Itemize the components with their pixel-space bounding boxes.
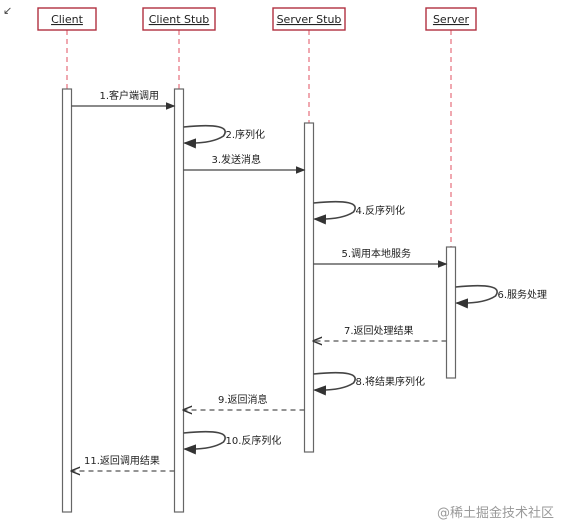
participant-label-server-stub: Server Stub [277, 13, 342, 26]
self-call-arrow-8 [313, 371, 356, 396]
message-label-5: 5.调用本地服务 [342, 247, 412, 260]
watermark: @稀土掘金技术社区 [436, 506, 554, 521]
message-label-7: 7.返回处理结果 [344, 324, 414, 337]
participant-box-server-stub [272, 7, 346, 31]
message-6: 6.服务处理 [455, 284, 548, 309]
participant-label-client-stub: Client Stub [149, 13, 210, 26]
participant-client: Client [37, 7, 97, 31]
self-call-arrow-10 [183, 430, 226, 455]
self-call-arrow-6 [455, 284, 498, 309]
message-label-9: 9.返回消息 [218, 393, 268, 406]
self-call-arrow-2 [183, 124, 226, 149]
participant-server: Server [425, 7, 477, 31]
message-4: 4.反序列化 [313, 200, 406, 225]
message-10: 10.反序列化 [183, 430, 282, 455]
message-label-6: 6.服务处理 [498, 288, 548, 301]
message-label-11: 11.返回调用结果 [84, 454, 160, 467]
message-9: 9.返回消息 [184, 393, 305, 410]
participant-label-server: Server [433, 13, 470, 26]
participant-server-stub: Server Stub [272, 7, 346, 31]
message-label-3: 3.发送消息 [212, 153, 262, 166]
participant-label-client: Client [51, 13, 84, 26]
participant-client-stub: Client Stub [142, 7, 216, 31]
message-label-10: 10.反序列化 [226, 434, 282, 447]
message-label-4: 4.反序列化 [356, 204, 406, 217]
participant-box-client-stub [142, 7, 216, 31]
corner-mark: ↙ [3, 4, 13, 17]
message-7: 7.返回处理结果 [314, 324, 447, 341]
message-11: 11.返回调用结果 [72, 454, 175, 471]
activation-bar-server [445, 246, 457, 379]
message-1: 1.客户端调用 [71, 89, 176, 110]
activation-bar-server-stub [303, 122, 315, 453]
participant-box-client [37, 7, 97, 31]
activation-bar-client-stub [173, 88, 185, 513]
message-8: 8.将结果序列化 [313, 371, 426, 396]
message-5: 5.调用本地服务 [313, 247, 448, 268]
participant-box-server [425, 7, 477, 31]
self-call-arrow-4 [313, 200, 356, 225]
message-label-2: 2.序列化 [226, 128, 266, 141]
message-label-8: 8.将结果序列化 [356, 375, 426, 388]
message-3: 3.发送消息 [183, 153, 306, 174]
message-label-1: 1.客户端调用 [100, 89, 160, 102]
message-2: 2.序列化 [183, 124, 266, 149]
activation-bar-client [61, 88, 73, 513]
